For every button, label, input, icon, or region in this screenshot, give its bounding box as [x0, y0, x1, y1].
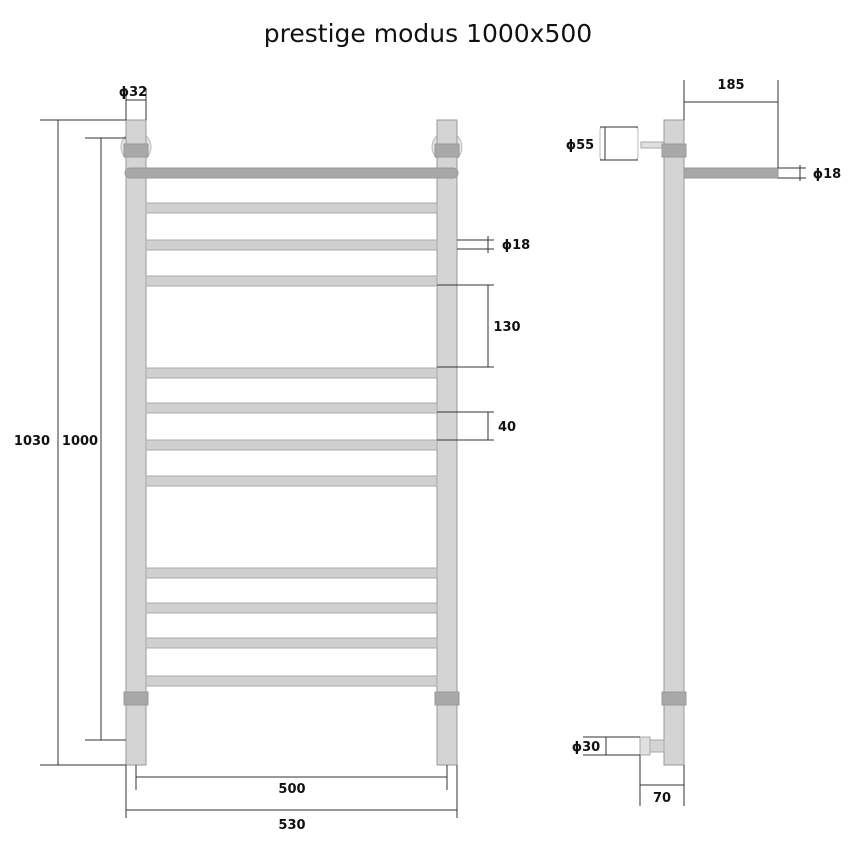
right-bottom-collar	[434, 691, 460, 706]
depth-label: 185	[717, 78, 744, 93]
axis-height-label: 1000	[62, 434, 98, 449]
crossbar	[145, 367, 438, 379]
connector-diameter-label: ϕ30	[572, 740, 600, 755]
offset-label: 70	[653, 791, 671, 806]
axis-width-label: 500	[278, 782, 305, 797]
left-top-collar	[123, 143, 149, 158]
side-top-collar	[661, 143, 687, 158]
crossbar	[145, 439, 438, 451]
drawing-title: prestige modus 1000x500	[264, 19, 592, 48]
bottom-connector	[649, 739, 665, 753]
bottom-connector-nut	[639, 736, 651, 756]
crossbar	[145, 475, 438, 487]
top-crossbar	[124, 167, 459, 179]
crossbar	[145, 202, 438, 214]
crossbar	[145, 675, 438, 687]
side-view	[599, 119, 779, 766]
left-bottom-collar	[123, 691, 149, 706]
total-height-label: 1030	[14, 434, 50, 449]
right-top-collar	[434, 143, 460, 158]
right-post	[436, 119, 458, 766]
post-diameter-label: ϕ32	[119, 85, 147, 100]
bar-gap-large-label: 130	[493, 320, 520, 335]
side-bottom-collar	[661, 691, 687, 706]
side-arm	[683, 167, 779, 179]
top-connector	[640, 141, 665, 149]
bar-gap-small-label: 40	[498, 420, 516, 435]
side-dimensions: 185 ϕ18 ϕ55 ϕ30 70	[566, 78, 841, 806]
crossbar	[145, 275, 438, 287]
crossbar	[145, 602, 438, 614]
crossbar	[145, 637, 438, 649]
crossbar	[145, 402, 438, 414]
flange-diameter-label: ϕ55	[566, 138, 594, 153]
front-dimensions: ϕ32 1030 1000 ϕ18 130 40 500 530	[14, 85, 530, 833]
crossbars	[145, 202, 438, 687]
front-view	[120, 119, 463, 766]
left-post	[125, 119, 147, 766]
bar-diameter-label: ϕ18	[502, 238, 530, 253]
total-width-label: 530	[278, 818, 305, 833]
crossbar	[145, 567, 438, 579]
top-wall-flange	[599, 126, 639, 161]
crossbar	[145, 239, 438, 251]
side-post	[663, 119, 685, 766]
side-bar-diameter-label: ϕ18	[813, 167, 841, 182]
